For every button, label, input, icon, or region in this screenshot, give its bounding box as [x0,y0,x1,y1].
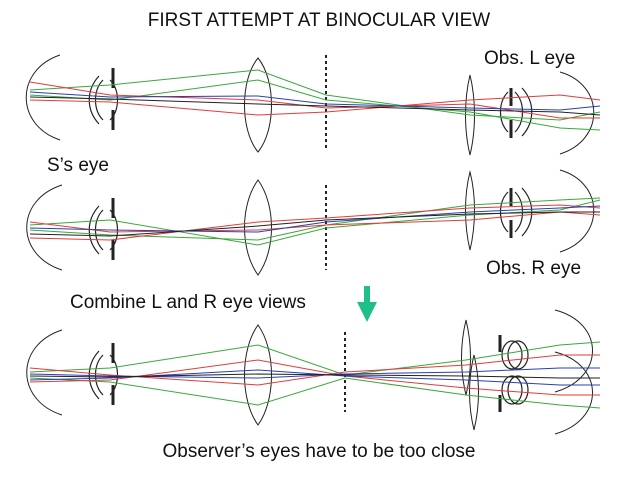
row-3-combined-view [26,309,601,435]
subject-eye-arc [25,54,61,141]
observer-eye-arc [559,71,595,155]
ocular-lens [465,170,475,251]
label-subject-eye: S’s eye [47,155,109,176]
subject-eye-arc [26,329,63,416]
ocular-lens [461,319,471,396]
subject-eye-lens [88,198,119,260]
condensing-lens [244,324,272,426]
observer-eyes-overlapping [498,335,529,412]
observer-eye-arc [559,169,595,253]
rays-row-3 [29,341,601,409]
ocular-lens [465,74,475,156]
label-combine-views: Combine L and R eye views [70,292,306,313]
ocular-lens [469,354,479,431]
row-2-right-eye-view [26,169,601,276]
rays-row-1 [29,69,601,131]
down-arrow-icon [357,286,377,322]
diagram-title: FIRST ATTEMPT AT BINOCULAR VIEW [147,10,491,31]
rays-row-2 [29,197,601,246]
caption: Observer’s eyes have to be too close [162,441,476,462]
label-obs-right-eye: Obs. R eye [486,258,582,279]
label-obs-left-eye: Obs. L eye [484,48,576,69]
observer-eye-arc [554,351,593,435]
row-1-left-eye-view [25,54,601,156]
subject-eye-arc [26,184,63,271]
condensing-lens [244,179,272,276]
observer-eye-arc [554,309,593,393]
condensing-lens [244,57,272,153]
